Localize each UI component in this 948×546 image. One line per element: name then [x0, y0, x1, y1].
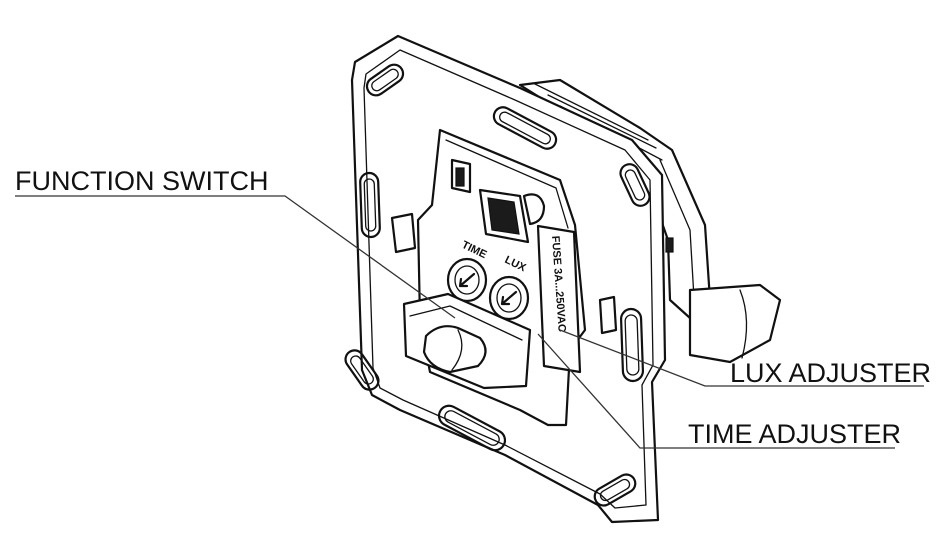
- slot-left: [359, 171, 381, 239]
- slot-top-right: [619, 163, 651, 207]
- plate-tabs: [390, 212, 618, 335]
- time-adjuster-label: TIME ADJUSTER: [688, 419, 901, 449]
- mounting-slots: [344, 63, 651, 507]
- slot-bottom-right: [593, 473, 637, 507]
- function-switch[interactable]: [402, 292, 532, 390]
- slot-top-center: [492, 106, 558, 150]
- leader-lines: [15, 195, 924, 449]
- function-switch-label: FUNCTION SWITCH: [15, 166, 268, 196]
- slot-bottom-left: [344, 349, 380, 391]
- rear-housing: [518, 78, 782, 364]
- lux-adjuster-label: LUX ADJUSTER: [730, 358, 931, 388]
- slot-right: [619, 307, 645, 383]
- slot-top-left: [365, 63, 405, 97]
- slot-bottom-center: [437, 404, 507, 452]
